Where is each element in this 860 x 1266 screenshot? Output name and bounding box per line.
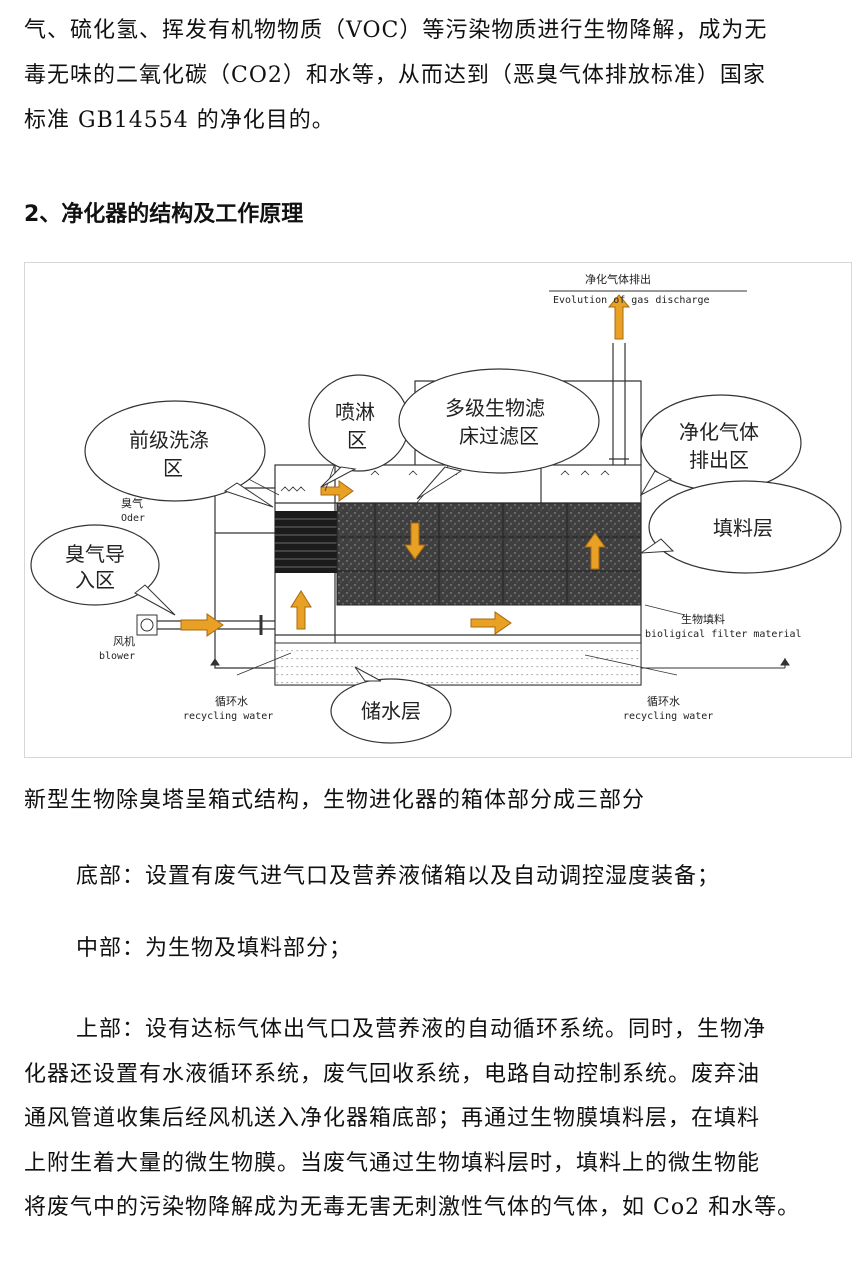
body-line: 通风管道收集后经风机送入净化器箱底部；再通过生物膜填料层，在填料 xyxy=(24,1106,761,1131)
recycle-left-en: recycling water xyxy=(183,711,273,722)
bubble-inlet: 臭气导 入区 xyxy=(30,524,176,616)
blower-label-en: blower xyxy=(99,651,135,662)
bubble-storage: 储水层 xyxy=(330,666,452,744)
prewash-pack xyxy=(275,511,337,573)
part-bottom: 底部：设置有废气进气口及营养液储箱以及自动调控湿度装备； xyxy=(76,864,721,889)
arrow-up-exhaust xyxy=(607,294,631,340)
body-line: 上附生着大量的微生物膜。当废气通过生物填料层时，填料上的微生物能 xyxy=(24,1150,761,1176)
bubble-inlet-line2: 入区 xyxy=(75,568,115,592)
intro-line: 标准 GB14554 的净化目的。 xyxy=(24,108,335,133)
bubble-multi-line1: 多级生物滤 xyxy=(445,396,545,420)
arrow-down-bed xyxy=(404,522,426,560)
part-middle: 中部：为生物及填料部分； xyxy=(76,936,353,961)
bubble-filler-line1: 填料层 xyxy=(713,516,773,540)
intro-paragraph: 气、硫化氢、挥发有机物物质（VOC）等污染物质进行生物降解，成为无 毒无味的二氧… xyxy=(24,8,840,143)
intro-line: 毒无味的二氧化碳（CO2）和水等，从而达到（恶臭气体排放标准）国家 xyxy=(24,63,766,88)
bio-fill-cn: 生物填料 xyxy=(681,612,725,626)
water-storage xyxy=(274,642,642,686)
bubble-outlet-line2: 排出区 xyxy=(689,448,749,472)
caption: 新型生物除臭塔呈箱式结构，生物进化器的箱体部分成三部分 xyxy=(24,788,646,813)
bubble-outlet-line1: 净化气体 xyxy=(679,420,759,444)
bubble-prewash: 前级洗涤 区 xyxy=(84,400,274,508)
bubble-spray-line2: 区 xyxy=(347,428,367,452)
body-line: 将废气中的污染物降解成为无毒无害无刺激性气体的气体，如 Co2 和水等。 xyxy=(24,1195,801,1220)
bubble-outlet: 净化气体 排出区 xyxy=(639,394,802,497)
body-line: 化器还设置有水液循环系统，废气回收系统，电路自动控制系统。废弃油 xyxy=(24,1061,761,1087)
recycle-left-cn: 循环水 xyxy=(215,695,248,708)
odor-label-cn: 臭气 xyxy=(121,496,143,510)
recycle-right-cn: 循环水 xyxy=(647,695,680,708)
exhaust-pipe xyxy=(609,343,629,465)
bubble-spray: 喷淋 区 xyxy=(308,374,410,488)
intro-line: 气、硫化氢、挥发有机物物质（VOC）等污染物质进行生物降解，成为无 xyxy=(24,18,768,43)
body-paragraph: 上部：设有达标气体出气口及营养液的自动循环系统。同时，生物净 化器还设置有水液循… xyxy=(24,1008,840,1231)
arrow-right-inlet xyxy=(180,613,224,637)
arrow-up-bed xyxy=(584,532,606,570)
bubble-storage-line1: 储水层 xyxy=(361,699,421,723)
body-line: 上部：设有达标气体出气口及营养液的自动循环系统。同时，生物净 xyxy=(76,1017,767,1042)
recycle-lines xyxy=(210,658,790,669)
top-label-cn: 净化气体排出 xyxy=(585,272,651,286)
top-label-en: Evolution of gas discharge xyxy=(553,295,710,306)
section-heading: 2、净化器的结构及工作原理 xyxy=(24,202,304,227)
recycle-right-en: recycling water xyxy=(623,711,713,722)
bubble-spray-line1: 喷淋 xyxy=(335,400,375,424)
bubble-multi-line2: 床过滤区 xyxy=(459,424,539,448)
filter-bed xyxy=(336,502,642,606)
odor-label-en: Oder xyxy=(121,513,145,524)
flow-arrows xyxy=(180,294,631,637)
diagram-svg: - - xyxy=(30,272,842,744)
purifier-diagram: - - xyxy=(24,262,852,758)
bubble-multi: 多级生物滤 床过滤区 xyxy=(398,368,600,500)
arrow-right-bottom xyxy=(470,611,512,635)
bio-fill-en: bioligical filter material xyxy=(645,629,802,640)
bubble-inlet-line1: 臭气导 xyxy=(65,542,125,566)
bubble-prewash-line1: 前级洗涤 xyxy=(129,428,209,452)
arrow-up-left xyxy=(290,590,312,630)
bubble-prewash-line2: 区 xyxy=(163,456,183,480)
arrow-right-top xyxy=(320,480,354,502)
bubble-filler: 填料层 xyxy=(639,480,842,574)
blower-icon xyxy=(136,614,158,636)
blower-label-cn: 风机 xyxy=(113,634,135,648)
